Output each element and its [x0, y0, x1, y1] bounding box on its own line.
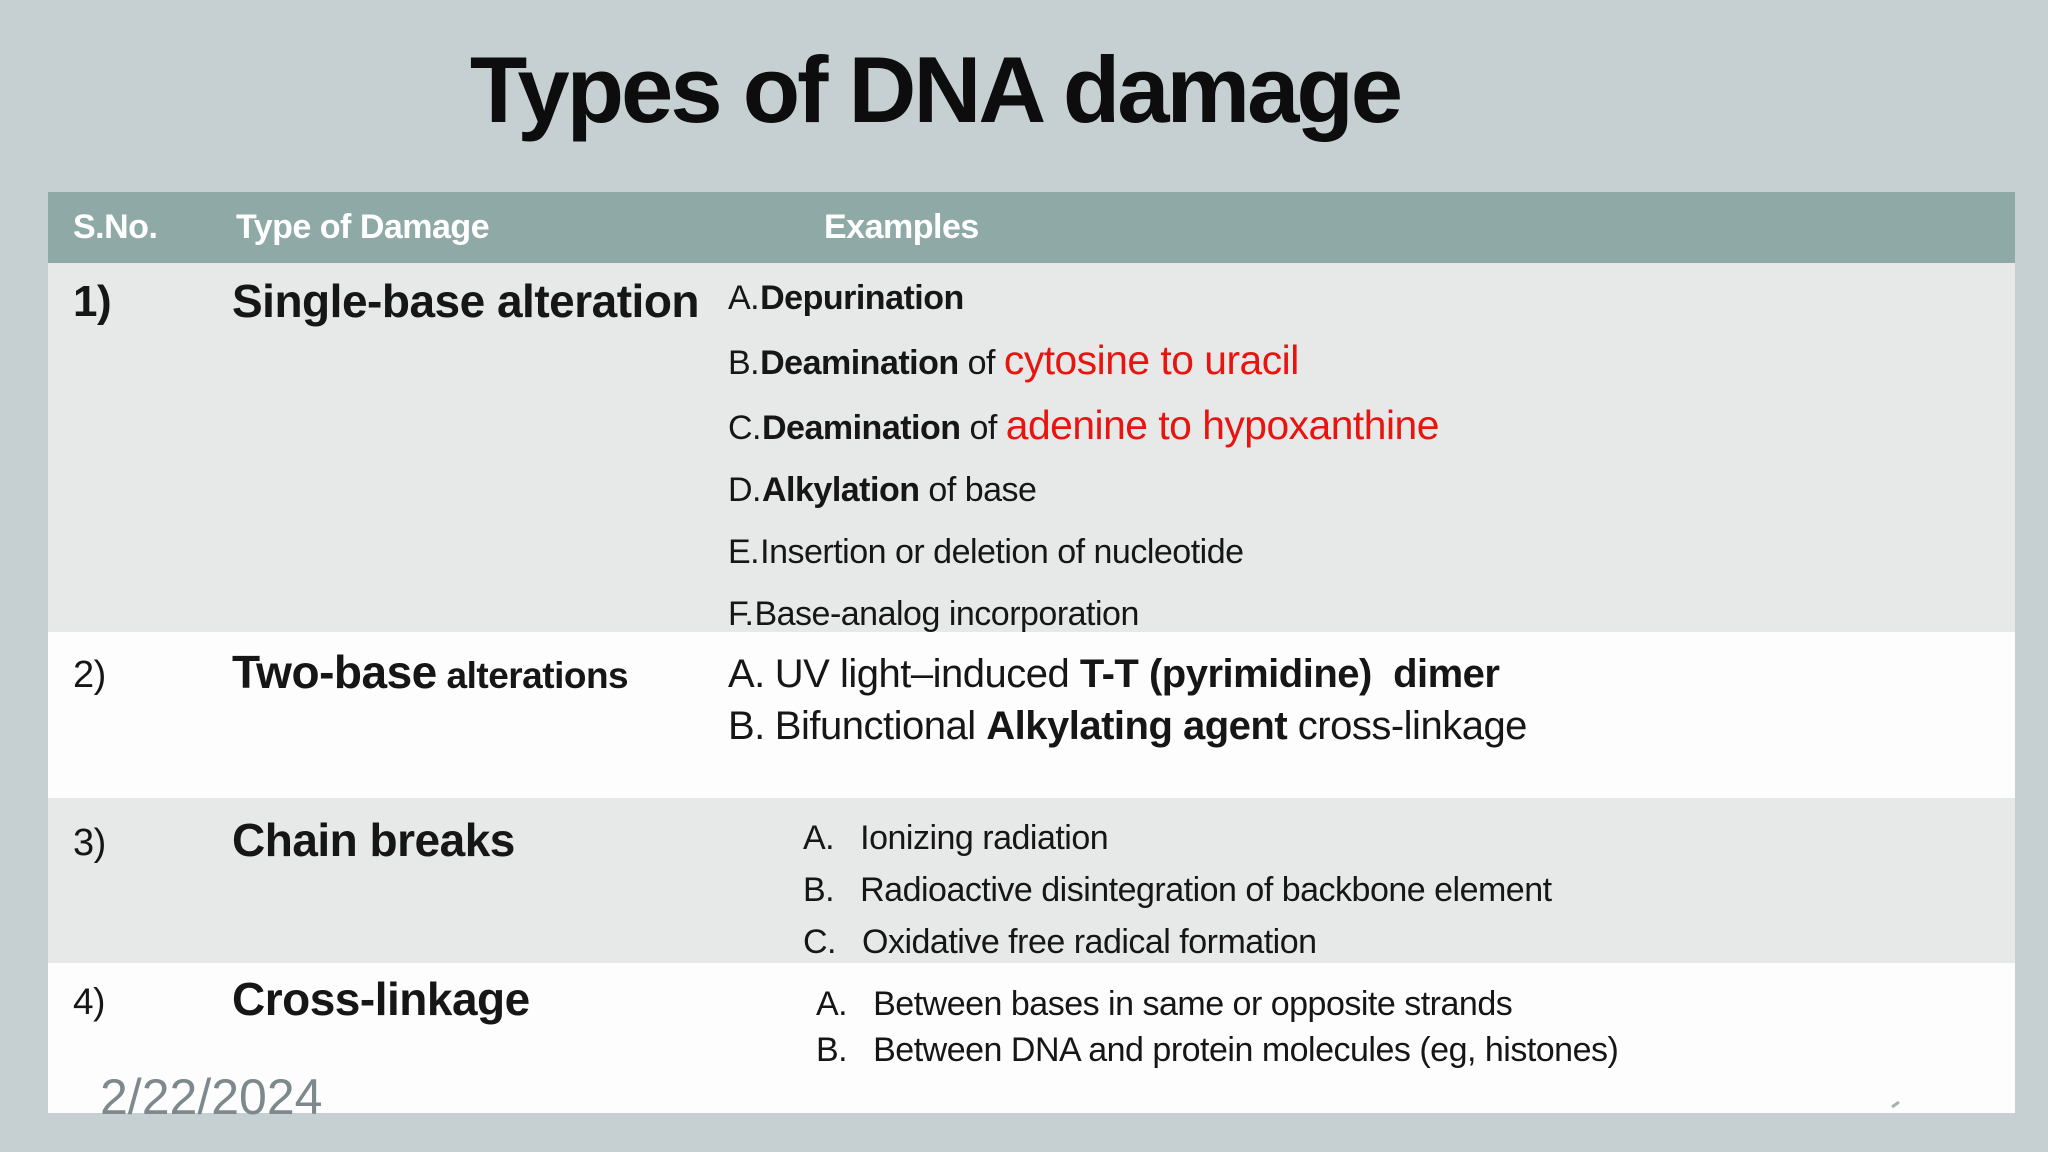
example-text: cytosine to uracil	[1003, 337, 1299, 383]
example-line: B. Between DNA and protein molecules (eg,…	[816, 1027, 2015, 1073]
example-line: E.Insertion or deletion of nucleotide	[728, 521, 2015, 583]
table-row: 4) Cross-linkage A. Between bases in same o…	[48, 963, 2015, 1113]
header-examples: Examples	[824, 208, 979, 246]
row-number: 3)	[73, 822, 106, 864]
example-text: cross-linkage	[1287, 704, 1528, 748]
header-type-of-damage: Type of Damage	[236, 208, 490, 246]
example-text: Depurination	[760, 279, 964, 317]
example-letter: B.	[816, 1031, 848, 1069]
damage-type: Chain breaks	[232, 798, 728, 968]
damage-type-text: Cross-linkage	[232, 973, 530, 1025]
example-text: of base	[919, 471, 1037, 509]
example-letter: B.	[803, 871, 835, 909]
slide-date: 2/22/2024	[100, 1069, 323, 1125]
example-letter: D.	[728, 471, 762, 509]
example-letter: A.	[728, 652, 765, 696]
example-text: Bifunctional	[774, 704, 987, 748]
header-sno: S.No.	[73, 208, 158, 246]
examples-list: A. Between bases in same or opposite stra…	[728, 963, 2015, 1113]
damage-type-text: Two-base	[232, 646, 437, 698]
example-line: A. Ionizing radiation	[803, 812, 2015, 864]
example-text: of	[960, 409, 1006, 447]
example-text: T-T (pyrimidine) dimer	[1079, 652, 1500, 696]
examples-list: A.UV light–induced T-T (pyrimidine) dime…	[728, 632, 2015, 798]
example-letter: C.	[728, 409, 762, 447]
example-text: Alkylation	[762, 471, 920, 509]
example-text: Alkylating agent	[986, 704, 1288, 748]
example-text: Insertion or deletion of nucleotide	[760, 533, 1244, 571]
table-header-row: S.No. Type of Damage Examples	[48, 192, 2015, 263]
example-letter: A.	[728, 279, 760, 317]
example-line: B. Radioactive disintegration of backbone…	[803, 864, 2015, 916]
example-line: A. Between bases in same or opposite stra…	[816, 981, 2015, 1027]
example-letter: C.	[803, 923, 837, 961]
example-text: Ionizing radiation	[860, 819, 1109, 857]
example-line: C. Oxidative free radical formation	[803, 916, 2015, 968]
damage-type-text: Chain breaks	[232, 814, 515, 866]
example-text: Oxidative free radical formation	[862, 923, 1317, 961]
example-line: A.UV light–induced T-T (pyrimidine) dime…	[728, 648, 2015, 700]
example-text: of	[958, 344, 1004, 382]
example-letter: A.	[803, 819, 835, 857]
row-number: 2)	[73, 654, 106, 696]
example-line: F.Base-analog incorporation	[728, 583, 2015, 645]
example-text: UV light–induced	[774, 652, 1080, 696]
example-text: Between bases in same or opposite strand…	[873, 985, 1513, 1023]
example-text: Between DNA and protein molecules (eg, h…	[873, 1031, 1619, 1069]
example-line: D.Alkylation of base	[728, 459, 2015, 521]
example-text: Deamination	[762, 409, 961, 447]
example-letter: E.	[728, 533, 760, 571]
damage-type-text: Single-base alteration	[232, 275, 700, 327]
example-line: C.Deamination of adenine to hypoxanthine	[728, 394, 2015, 459]
example-line: A.Depurination	[728, 267, 2015, 329]
example-text: Base-analog incorporation	[754, 595, 1139, 633]
example-line: B.Deamination of cytosine to uracil	[728, 329, 2015, 394]
example-letter: B.	[728, 344, 760, 382]
example-letter: F.	[728, 595, 754, 633]
example-text: Radioactive disintegration of backbone e…	[860, 871, 1552, 909]
slide-title: Types of DNA damage	[469, 37, 1403, 142]
example-line: B.Bifunctional Alkylating agent cross-li…	[728, 700, 2015, 752]
example-letter: B.	[728, 704, 765, 748]
example-text: Deamination	[760, 344, 959, 382]
damage-type: Single-base alteration	[232, 263, 728, 645]
row-number: 1)	[73, 277, 112, 326]
row-number: 4)	[73, 981, 105, 1022]
damage-type-text: alterations	[436, 655, 629, 696]
damage-type: Two-base alterations	[232, 632, 728, 798]
example-letter: A.	[816, 985, 848, 1023]
dna-damage-table: S.No. Type of Damage Examples 1) Single-b…	[48, 192, 2015, 1113]
damage-type: Cross-linkage	[232, 963, 728, 1113]
example-text: adenine to hypoxanthine	[1005, 402, 1440, 448]
